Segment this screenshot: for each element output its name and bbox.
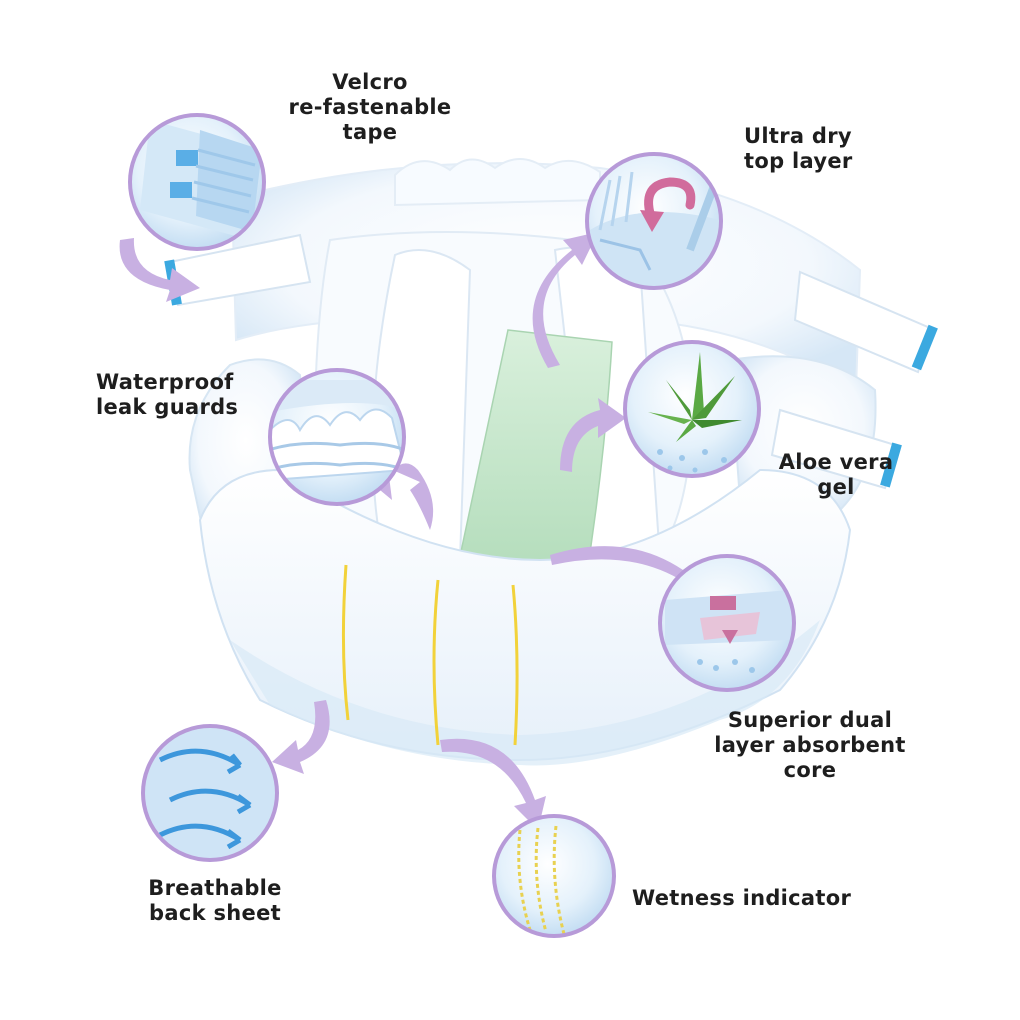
- label-line: Wetness indicator: [632, 886, 852, 910]
- label-core: Superior dual layer absorbent core: [700, 708, 920, 783]
- label-ultra-dry: Ultra dry top layer: [744, 124, 924, 174]
- label-line: Ultra dry: [744, 124, 852, 148]
- aloe-leaf-icon: [623, 340, 761, 478]
- label-line: leak guards: [96, 395, 239, 419]
- label-line: re-fastenable: [288, 95, 452, 119]
- label-line: back sheet: [149, 901, 281, 925]
- label-line: Waterproof: [96, 370, 234, 394]
- label-line: Superior dual: [727, 708, 893, 732]
- label-aloe: Aloe vera gel: [756, 450, 916, 500]
- label-line: core: [783, 758, 837, 782]
- label-line: Aloe vera: [778, 450, 894, 474]
- label-line: layer absorbent: [714, 733, 906, 757]
- label-line: tape: [342, 120, 398, 144]
- label-line: gel: [817, 475, 855, 499]
- back-sheet-icon: [141, 724, 279, 862]
- velcro-tape-icon: [128, 113, 266, 251]
- label-leak-guards: Waterproof leak guards: [96, 370, 276, 420]
- top-layer-icon: [585, 152, 723, 290]
- label-velcro: Velcro re-fastenable tape: [250, 70, 490, 145]
- label-back-sheet: Breathable back sheet: [125, 876, 305, 926]
- pointer-arrows: [119, 232, 710, 830]
- absorbent-core-icon: [658, 554, 796, 692]
- label-wetness: Wetness indicator: [632, 886, 892, 911]
- wetness-indicator-icon: [492, 814, 616, 938]
- leak-guard-icon: [268, 368, 406, 506]
- label-line: top layer: [744, 149, 853, 173]
- label-line: Breathable: [148, 876, 282, 900]
- label-line: Velcro: [332, 70, 408, 94]
